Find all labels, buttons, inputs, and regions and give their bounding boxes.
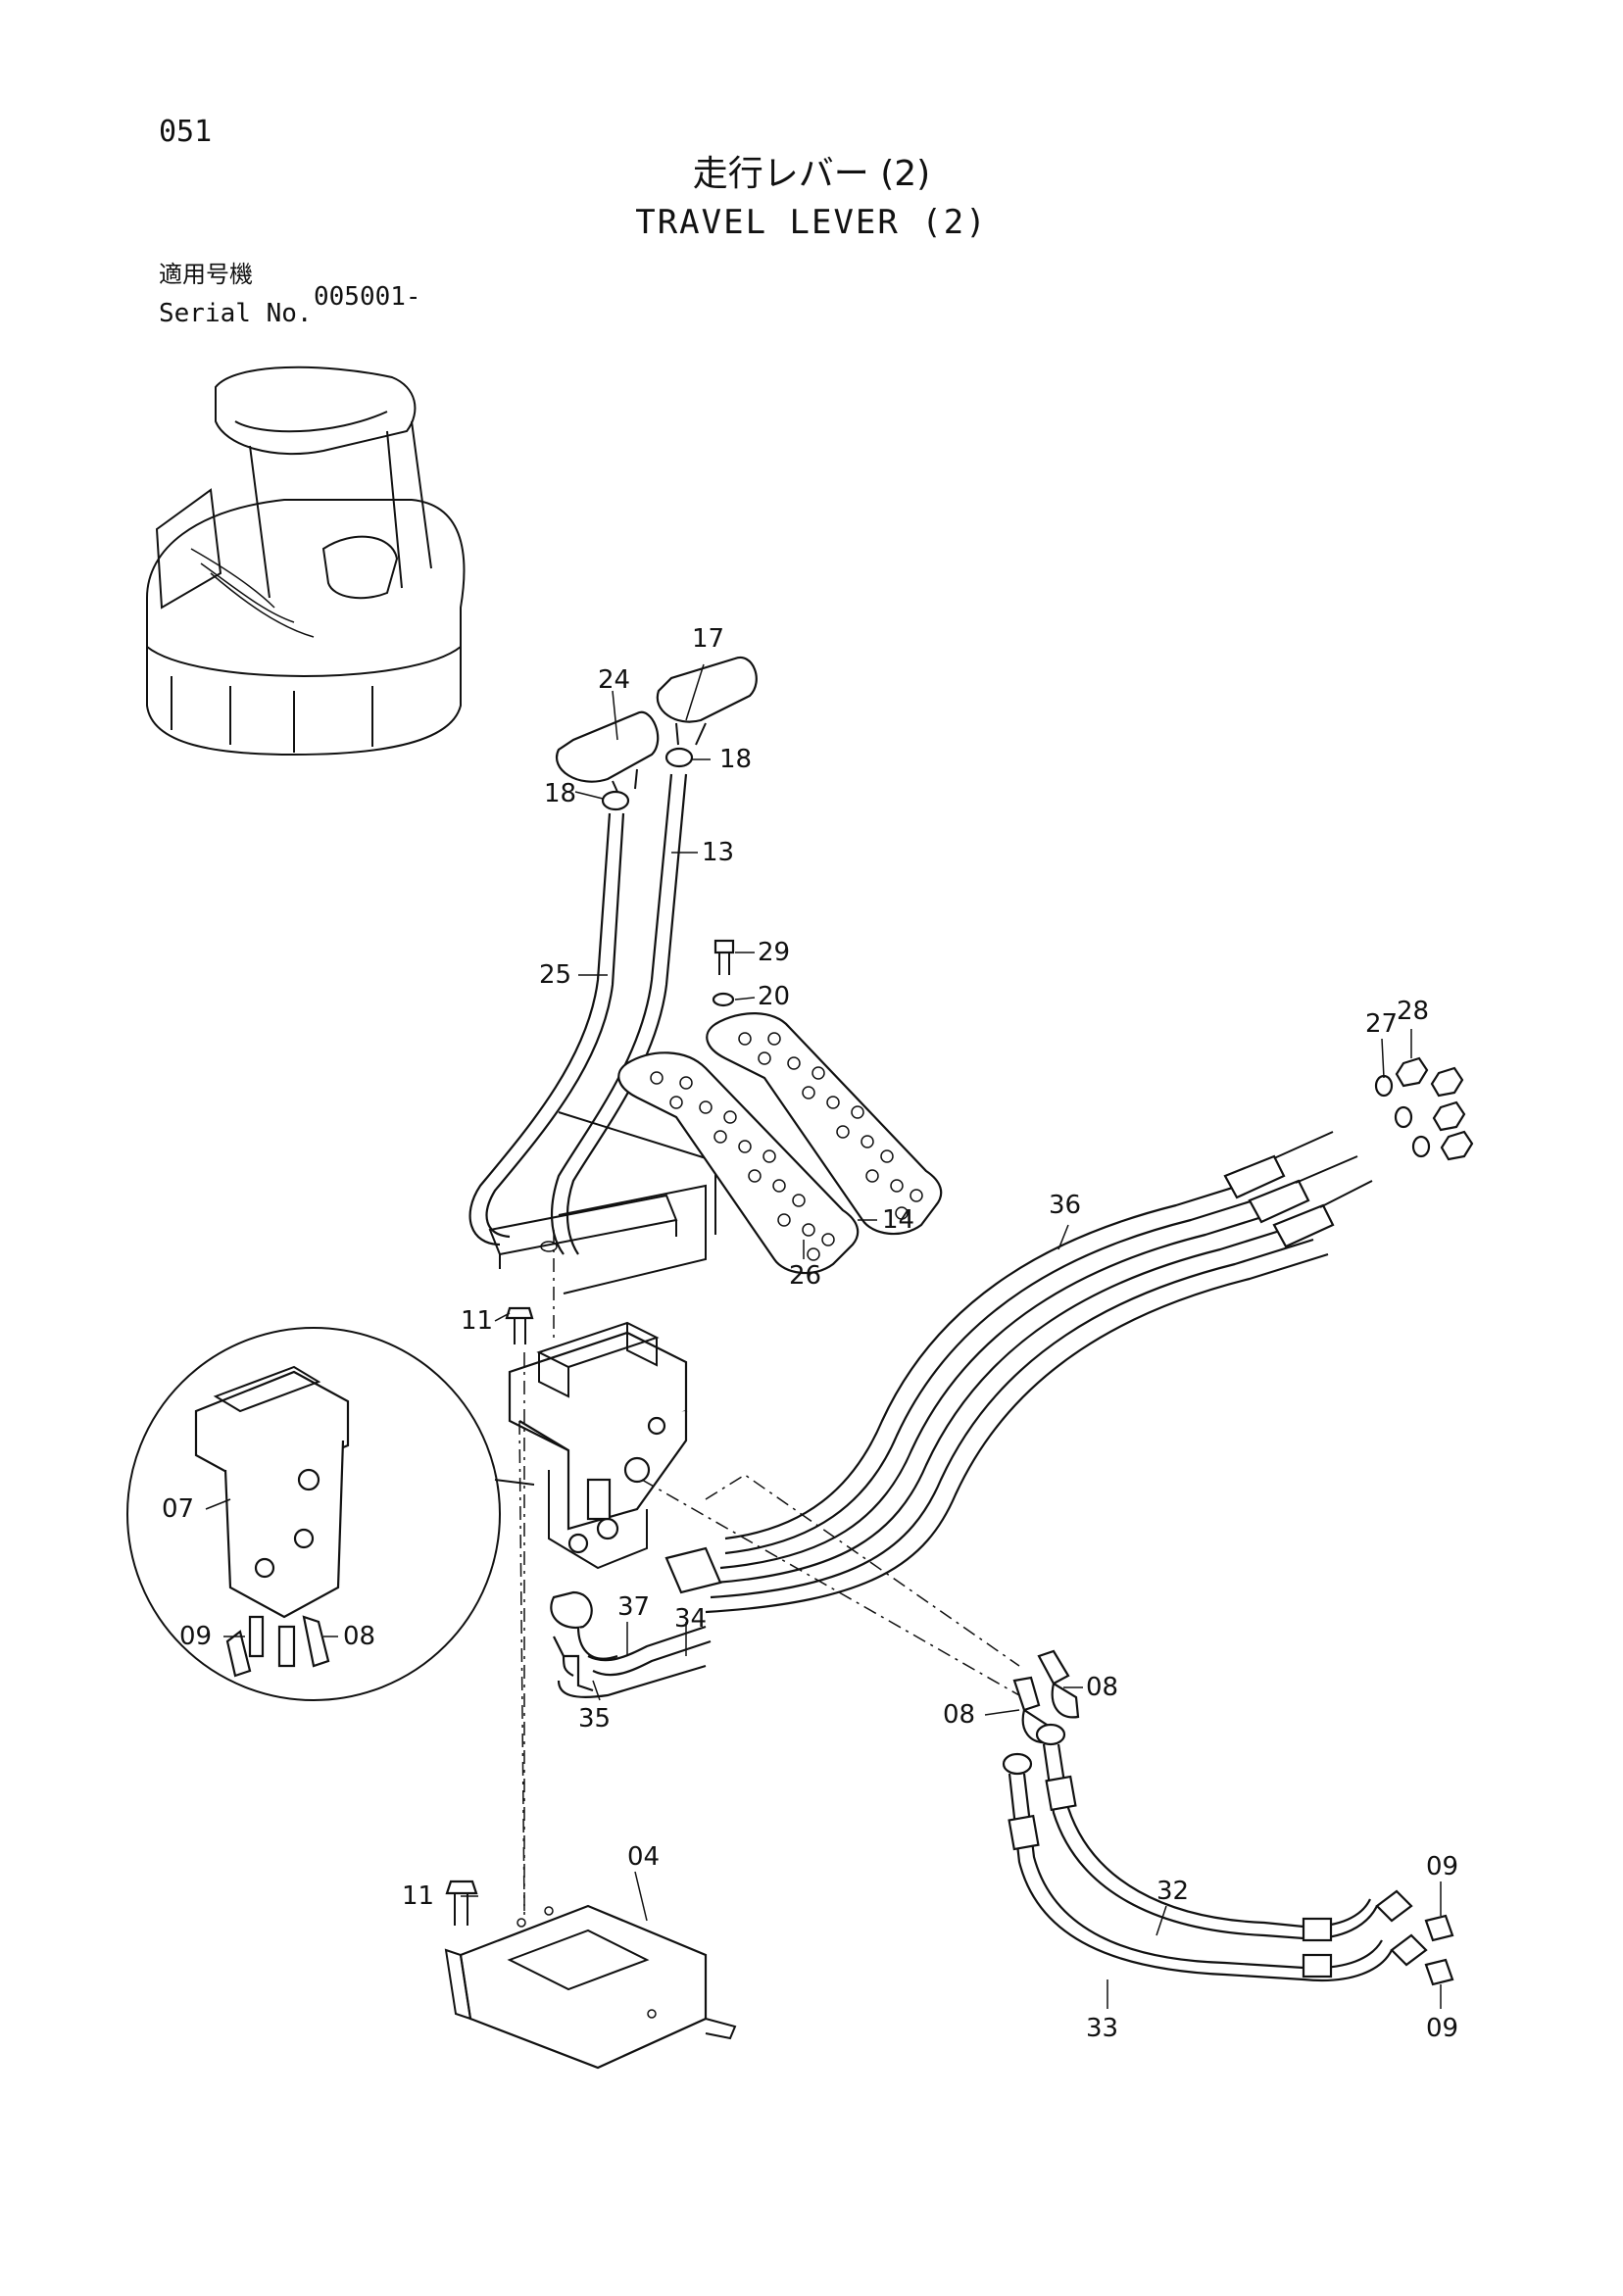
reference-lines — [518, 1230, 1020, 1916]
callout-24: 24 — [598, 665, 630, 695]
callout-08-detail: 08 — [343, 1622, 375, 1651]
callout-35: 35 — [578, 1704, 611, 1734]
callout-28: 28 — [1397, 997, 1429, 1026]
page-number: 051 — [159, 115, 213, 149]
serial-label-english: Serial No. — [159, 299, 313, 328]
pilot-hoses-36 — [705, 1056, 1474, 1614]
callout-25: 25 — [539, 960, 571, 990]
left-lever-grip — [556, 710, 660, 793]
callout-18-left: 18 — [544, 779, 576, 808]
callout-27: 27 — [1365, 1009, 1398, 1039]
hoses-34-35-37 — [550, 1546, 722, 1698]
base-bolt-lower — [445, 1880, 478, 1926]
lock-nut-right — [664, 747, 694, 768]
callout-labels: 17 24 18 18 13 25 29 20 14 26 27 28 36 1… — [162, 624, 1458, 2043]
callout-26: 26 — [789, 1261, 821, 1291]
valve-bolt-upper — [505, 1306, 534, 1344]
callout-34: 34 — [674, 1604, 707, 1634]
travel-pedal-14 — [706, 1012, 943, 1236]
callout-08-left: 08 — [943, 1700, 975, 1730]
pedal-bolt-29 — [713, 939, 735, 975]
lever-rod-13 — [551, 773, 688, 1255]
title-japanese: 走行レバー (2) — [692, 154, 931, 194]
hoses-32-33 — [1008, 1743, 1454, 1986]
callout-37: 37 — [617, 1592, 650, 1622]
callout-08-right: 08 — [1086, 1673, 1118, 1702]
callout-18-right: 18 — [719, 745, 752, 774]
callout-leaders — [205, 663, 1442, 2009]
lock-nut-left — [601, 790, 630, 811]
callout-04: 04 — [627, 1842, 660, 1872]
title-english: TRAVEL LEVER (2) — [635, 203, 988, 242]
base-plate-04 — [444, 1904, 737, 2070]
lever-rod-25 — [468, 812, 625, 1246]
callout-07: 07 — [162, 1494, 194, 1524]
callout-17: 17 — [692, 624, 724, 654]
callout-13: 13 — [702, 838, 734, 867]
pedal-washer-20 — [712, 992, 735, 1007]
serial-label-japanese: 適用号機 — [159, 261, 253, 288]
callout-14: 14 — [882, 1205, 914, 1235]
pilot-valve-body — [508, 1321, 688, 1570]
right-lever-grip — [656, 656, 758, 746]
valve-detail-circle — [126, 1327, 535, 1701]
callout-20: 20 — [758, 982, 790, 1011]
callout-09-detail: 09 — [179, 1622, 212, 1651]
callout-09-lower: 09 — [1426, 2014, 1458, 2043]
callout-32: 32 — [1156, 1877, 1189, 1906]
machine-overview-illustration — [146, 366, 466, 757]
serial-number-value: 005001- — [314, 282, 421, 312]
callout-36: 36 — [1049, 1191, 1081, 1220]
callout-11-lower: 11 — [402, 1881, 434, 1911]
callout-09-upper: 09 — [1426, 1852, 1458, 1881]
callout-29: 29 — [758, 938, 790, 967]
lever-bracket — [488, 1111, 716, 1295]
callout-11-upper: 11 — [461, 1306, 493, 1336]
travel-pedal-26 — [617, 1051, 860, 1275]
adapters-08 — [1002, 1649, 1080, 1776]
callout-33: 33 — [1086, 2014, 1118, 2043]
